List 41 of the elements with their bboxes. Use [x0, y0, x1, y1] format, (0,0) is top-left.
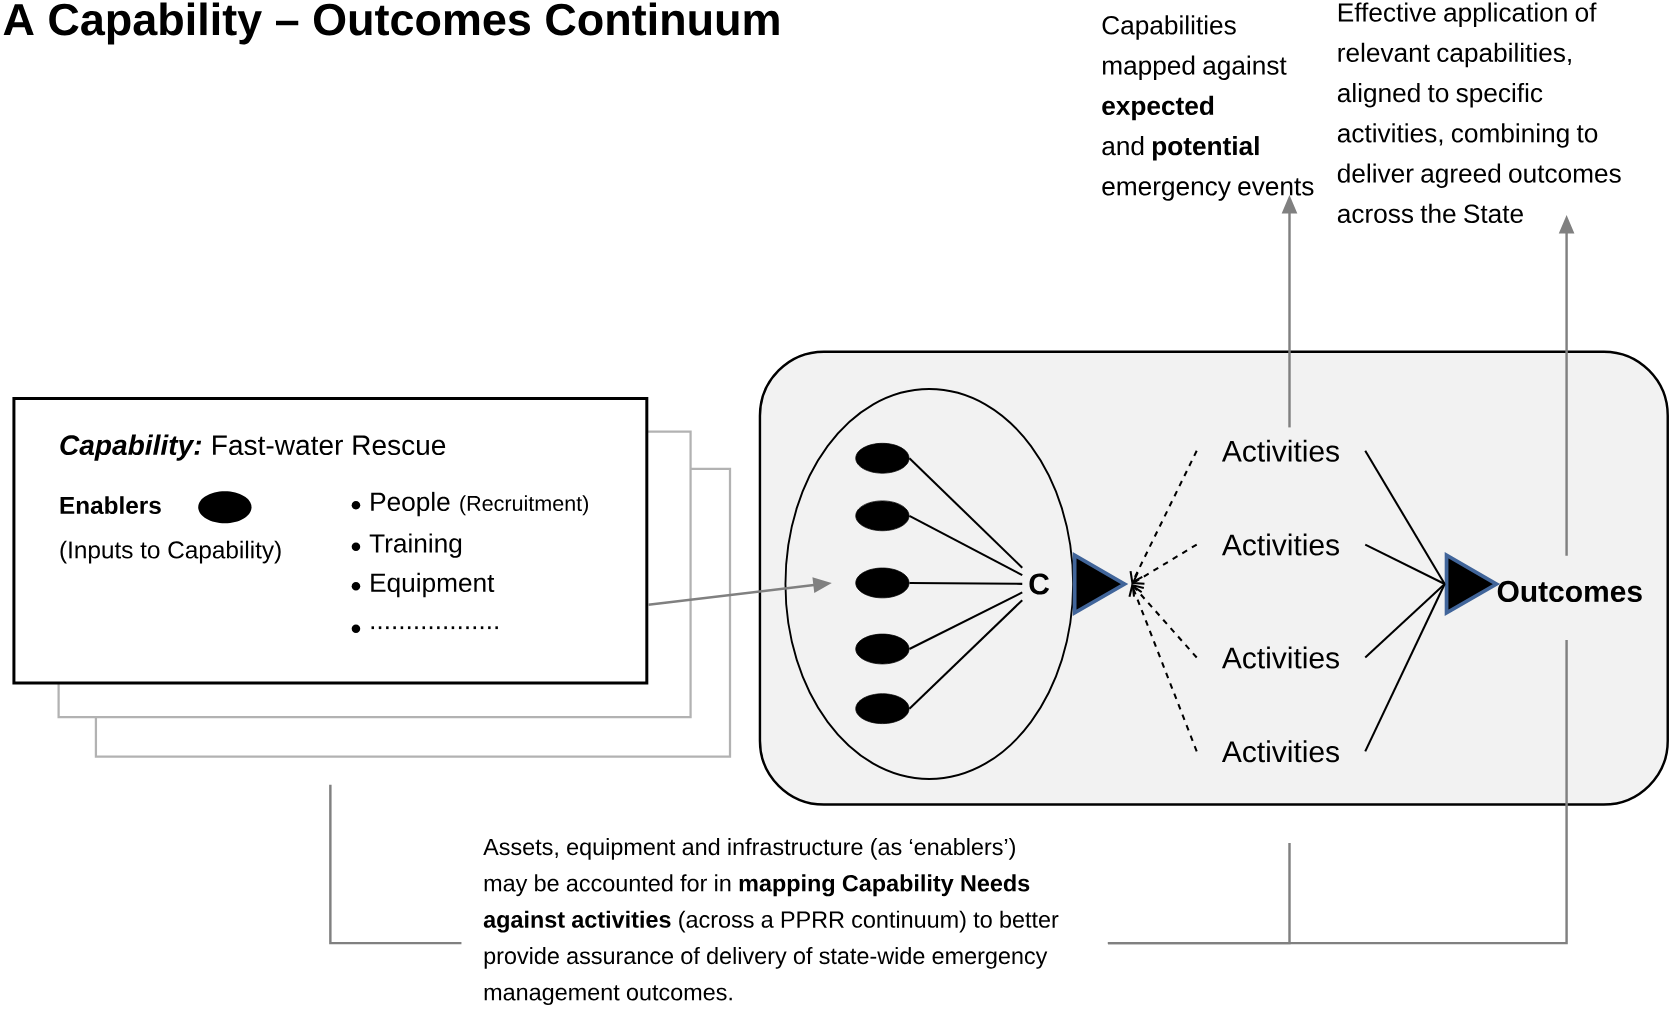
- connector-line: [1364, 583, 1446, 659]
- note-text: Assets, equipment and infrastructure (as ‘enablers’) may be accounted for in mapping Capability Needs against activities (across a PPRR continuum) to better provide assurance of delivery of state-wide emergency management outcomes.: [483, 837, 1059, 1006]
- activity-label: Activities: [1221, 439, 1339, 462]
- bracket-line: [1107, 640, 1568, 945]
- enablers-label: Enablers: [60, 496, 161, 515]
- enabler-ellipse: [784, 388, 1075, 780]
- letter-label: C: [1029, 573, 1050, 595]
- list-item: Training: [369, 533, 462, 558]
- list-item: Equipment: [371, 572, 495, 598]
- connector-line: [1364, 450, 1446, 585]
- activity-label: Activities: [1221, 533, 1339, 556]
- annotation-text: Capabilities mapped against expected and potential emergency events: [1102, 15, 1314, 201]
- inputs-label: (Inputs to Capability): [60, 540, 281, 564]
- title: A Capability – Outcomes Continuum: [3, 2, 779, 45]
- list-item: People: [371, 491, 450, 517]
- card-heading: Fast-water Rescue: [213, 435, 446, 456]
- list-note: (Recruitment): [460, 495, 588, 516]
- connector-line: [1364, 543, 1446, 585]
- activity-label: Activities: [1221, 740, 1339, 763]
- bracket-line: [329, 784, 462, 945]
- outcome-label: Outcomes: [1497, 580, 1642, 603]
- enabler-oval: [855, 500, 910, 532]
- connector-line: [909, 581, 1023, 585]
- enabler-oval: [855, 567, 910, 599]
- card-heading: Capability:: [60, 434, 202, 461]
- list-item: ..................: [371, 626, 498, 630]
- rounded-panel: [758, 350, 1669, 806]
- connector-line: [908, 599, 1023, 710]
- enabler-oval: [855, 693, 910, 724]
- arrow: [1128, 583, 1198, 752]
- enabler-oval: [855, 442, 910, 474]
- arrow: [1131, 583, 1198, 659]
- connector-line: [1364, 583, 1446, 752]
- annotation-text: Effective application of relevant capabilities, aligned to specific activities, combining to deliver agreed outcomes across the State: [1337, 2, 1621, 223]
- connector-line: [908, 514, 1023, 577]
- arrow: [1131, 543, 1198, 585]
- connector-line: [908, 591, 1023, 650]
- connector-line: [908, 457, 1023, 569]
- enabler-oval: [855, 633, 910, 665]
- arrow: [1129, 450, 1198, 584]
- activity-label: Activities: [1221, 646, 1339, 669]
